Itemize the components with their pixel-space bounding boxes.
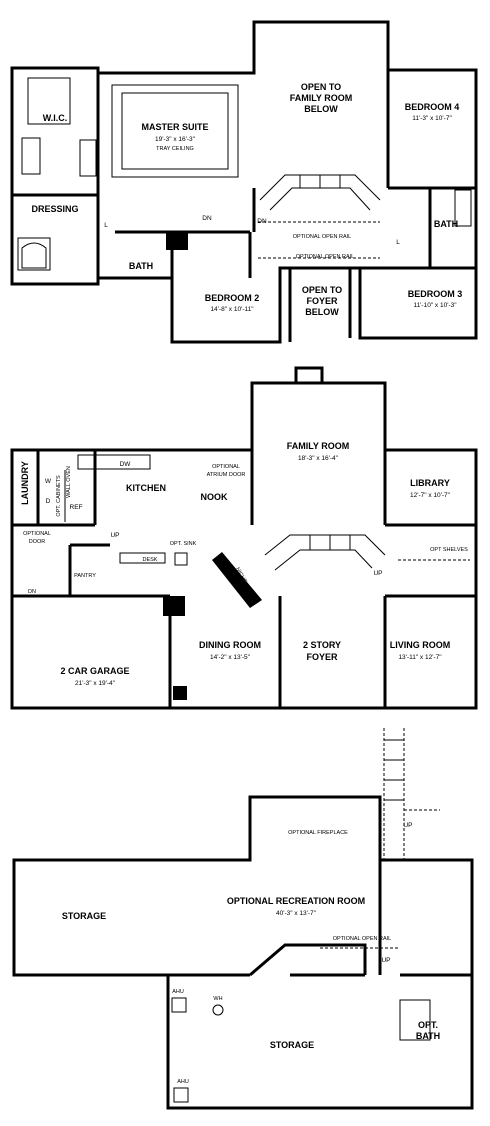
dryer-label: D bbox=[46, 498, 51, 505]
basement-plan bbox=[12, 728, 474, 1110]
kitchen-label: KITCHEN bbox=[126, 483, 166, 493]
bedroom-2-dimensions: 14'-8" x 10'-11" bbox=[210, 306, 254, 313]
stair-down-label-b: DN bbox=[257, 218, 267, 225]
optional-door-label-line2: DOOR bbox=[29, 539, 46, 545]
open-to-family-label-line2: FAMILY ROOM bbox=[290, 93, 353, 103]
nook-label: NOOK bbox=[201, 492, 229, 502]
recreation-room-label: OPTIONAL RECREATION ROOM bbox=[227, 896, 365, 906]
basement-stair-up-label: UP bbox=[381, 957, 390, 964]
open-to-foyer-line1: OPEN TO bbox=[302, 285, 342, 295]
storage-bottom-label: STORAGE bbox=[270, 1040, 314, 1050]
laundry-label: LAUNDRY bbox=[20, 461, 30, 505]
open-to-family-label-line1: OPEN TO bbox=[301, 82, 341, 92]
optional-door-label-line1: OPTIONAL bbox=[23, 531, 51, 537]
living-room-dimensions: 13'-11" x 12'-7" bbox=[398, 654, 442, 661]
upper-floor-plan bbox=[10, 20, 478, 344]
desk-label: DESK bbox=[143, 557, 158, 563]
bedroom-4-label: BEDROOM 4 bbox=[405, 102, 460, 112]
bedroom-4-dimensions: 11'-3" x 10'-7" bbox=[412, 115, 452, 122]
living-room-label: LIVING ROOM bbox=[390, 640, 451, 650]
atrium-door-label-line2: ATRIUM DOOR bbox=[207, 472, 246, 478]
bedroom-3-dimensions: 11'-10" x 10'-3" bbox=[413, 302, 457, 309]
recreation-room-dimensions: 40'-3" x 13'-7" bbox=[276, 910, 317, 917]
open-to-family-label-line3: BELOW bbox=[304, 104, 338, 114]
garage-stair-down-label: DN bbox=[28, 589, 36, 595]
wall-oven-label: WALL OVEN bbox=[66, 466, 72, 498]
bedroom-2-label: BEDROOM 2 bbox=[205, 293, 260, 303]
opt-shelves-label: OPT SHELVES bbox=[430, 547, 468, 553]
garage-label: 2 CAR GARAGE bbox=[60, 666, 129, 676]
foyer-label-line2: FOYER bbox=[306, 652, 338, 662]
refrigerator-label: REF bbox=[70, 504, 83, 511]
pantry-label: PANTRY bbox=[74, 573, 96, 579]
ahu-label-2: AHU bbox=[177, 1079, 189, 1085]
dishwasher-label: DW bbox=[120, 461, 132, 468]
master-suite-label: MASTER SUITE bbox=[141, 122, 208, 132]
water-heater-label: WH bbox=[213, 996, 222, 1002]
linen-right-label: L bbox=[396, 239, 400, 246]
opt-sink-label: OPT. SINK bbox=[170, 541, 197, 547]
storage-left-label: STORAGE bbox=[62, 911, 106, 921]
opt-bath-label-line2: BATH bbox=[416, 1031, 440, 1041]
open-to-foyer-line2: FOYER bbox=[306, 296, 338, 306]
family-room-dimensions: 18'-3" x 16'-4" bbox=[298, 455, 339, 462]
foyer-label-line1: 2 STORY bbox=[303, 640, 341, 650]
stair-down-label-a: DN bbox=[202, 215, 212, 222]
library-dimensions: 12'-7" x 10'-7" bbox=[410, 492, 451, 499]
main-stair-up-label: UP bbox=[373, 570, 382, 577]
family-room-label: FAMILY ROOM bbox=[287, 441, 350, 451]
washer-label: W bbox=[45, 478, 52, 485]
kitchen-stair-up-label: UP bbox=[110, 532, 119, 539]
garage-dimensions: 21'-3" x 19'-4" bbox=[75, 680, 116, 687]
dining-room-dimensions: 14'-2" x 13'-5" bbox=[210, 654, 251, 661]
atrium-door-label-line1: OPTIONAL bbox=[212, 464, 240, 470]
optional-fireplace-label: OPTIONAL FIREPLACE bbox=[288, 830, 348, 836]
main-floor-plan bbox=[10, 366, 478, 710]
master-suite-dimensions: 19'-3" x 16'-3" bbox=[155, 136, 196, 143]
linen-left-label: L bbox=[104, 222, 108, 229]
dressing-label: DRESSING bbox=[31, 204, 78, 214]
master-suite-note: TRAY CEILING bbox=[156, 146, 194, 152]
basement-open-rail-label: OPTIONAL OPEN RAIL bbox=[333, 936, 391, 942]
open-rail-label-1: OPTIONAL OPEN RAIL bbox=[293, 234, 351, 240]
basement-stair-up-top: UP bbox=[403, 822, 412, 829]
dining-room-label: DINING ROOM bbox=[199, 640, 261, 650]
wic-label: W.I.C. bbox=[43, 113, 68, 123]
library-label: LIBRARY bbox=[410, 478, 450, 488]
opt-cabinets-label: OPT. CABINETS bbox=[56, 475, 62, 517]
open-to-foyer-line3: BELOW bbox=[305, 307, 339, 317]
ahu-label-1: AHU bbox=[172, 989, 184, 995]
bath-right-label: BATH bbox=[434, 219, 458, 229]
opt-bath-label-line1: OPT. bbox=[418, 1020, 438, 1030]
bath-left-label: BATH bbox=[129, 261, 153, 271]
bedroom-3-label: BEDROOM 3 bbox=[408, 289, 463, 299]
open-rail-label-2: OPTIONAL OPEN RAIL bbox=[296, 254, 354, 260]
